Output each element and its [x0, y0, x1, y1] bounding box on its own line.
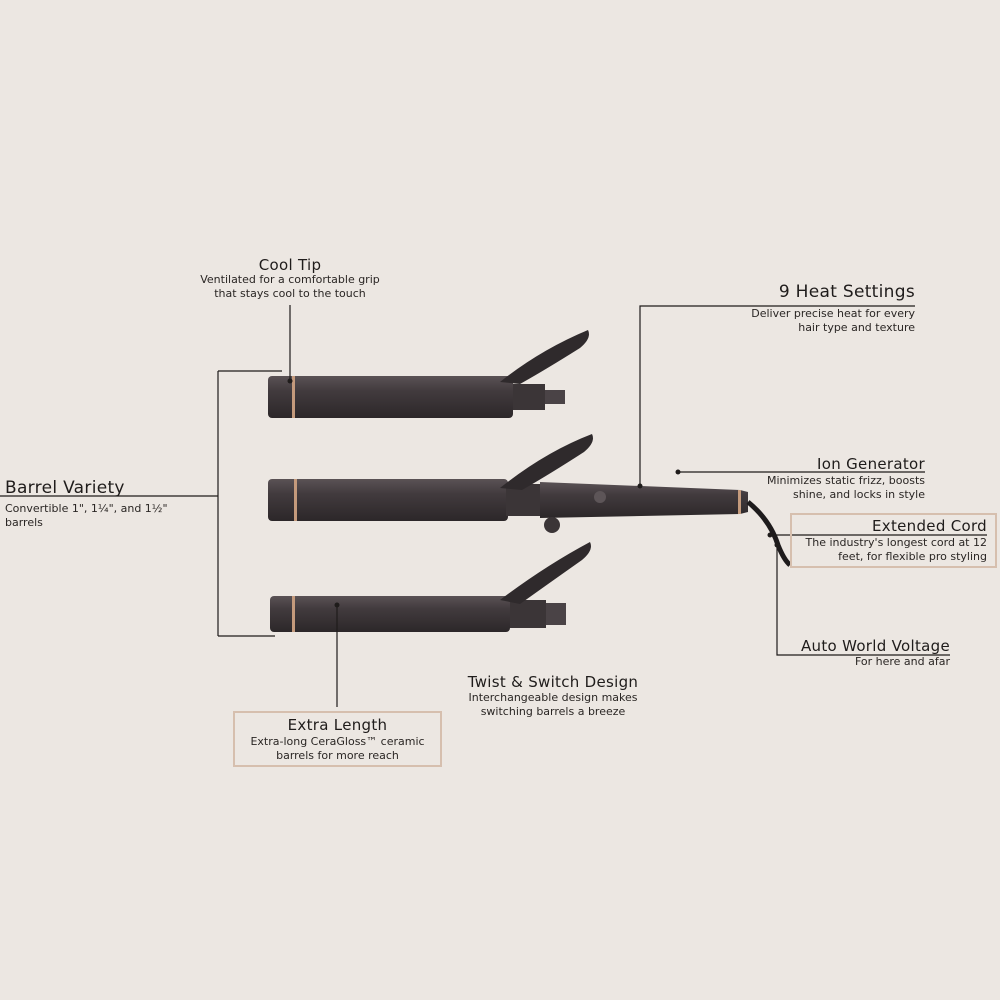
extra-length-title: Extra Length [287, 716, 388, 734]
extended-cord-desc: The industry's longest cord at 12 feet, … [780, 536, 987, 563]
desc-line: Convertible 1", 1¼", and 1½" [5, 502, 168, 515]
heat-settings-title: 9 Heat Settings [778, 282, 915, 302]
desc-line: The industry's longest cord at 12 [805, 536, 987, 549]
extended-cord-title: Extended Cord [872, 517, 987, 535]
ion-generator-title: Ion Generator [817, 455, 925, 473]
callout-lines [0, 305, 987, 707]
curling-iron-main-with-handle [268, 434, 792, 567]
desc-line: switching barrels a breeze [480, 704, 626, 718]
ion-generator-desc: Minimizes static frizz, boosts shine, an… [685, 474, 925, 501]
twist-switch-desc: Interchangeable design makes switching b… [423, 691, 683, 718]
curling-iron-barrel-1-inch-quarter [268, 330, 589, 418]
cool-tip-title: Cool Tip [258, 256, 322, 274]
desc-line: barrels [5, 515, 43, 529]
curling-iron-barrel-1-inch [270, 542, 591, 632]
desc-line: that stays cool to the touch [214, 286, 366, 300]
cool-tip-desc: Ventilated for a comfortable grip that s… [170, 273, 410, 300]
desc-line: Ventilated for a comfortable grip [200, 273, 380, 286]
extended-cord-box [790, 513, 997, 568]
heat-settings-desc: Deliver precise heat for every hair type… [615, 307, 915, 334]
extra-length-box [233, 711, 442, 767]
desc-line: shine, and locks in style [792, 487, 925, 501]
desc-line: Minimizes static frizz, boosts [766, 474, 925, 487]
auto-voltage-title: Auto World Voltage [800, 637, 950, 655]
desc-line: barrels for more reach [276, 748, 399, 762]
auto-voltage-desc: For here and afar [854, 655, 950, 668]
barrel-variety-desc: Convertible 1", 1¼", and 1½" barrels [5, 502, 215, 529]
barrel-variety-title: Barrel Variety [5, 478, 125, 498]
desc-line: Interchangeable design makes [468, 691, 638, 704]
desc-line: hair type and texture [798, 320, 915, 334]
callout-dots [287, 378, 780, 608]
twist-switch-title: Twist & Switch Design [467, 673, 639, 691]
desc-line: Deliver precise heat for every [751, 307, 915, 320]
extra-length-desc: Extra-long CeraGloss™ ceramic barrels fo… [233, 735, 442, 762]
desc-line: Extra-long CeraGloss™ ceramic [250, 735, 425, 748]
desc-line: feet, for flexible pro styling [838, 549, 987, 563]
